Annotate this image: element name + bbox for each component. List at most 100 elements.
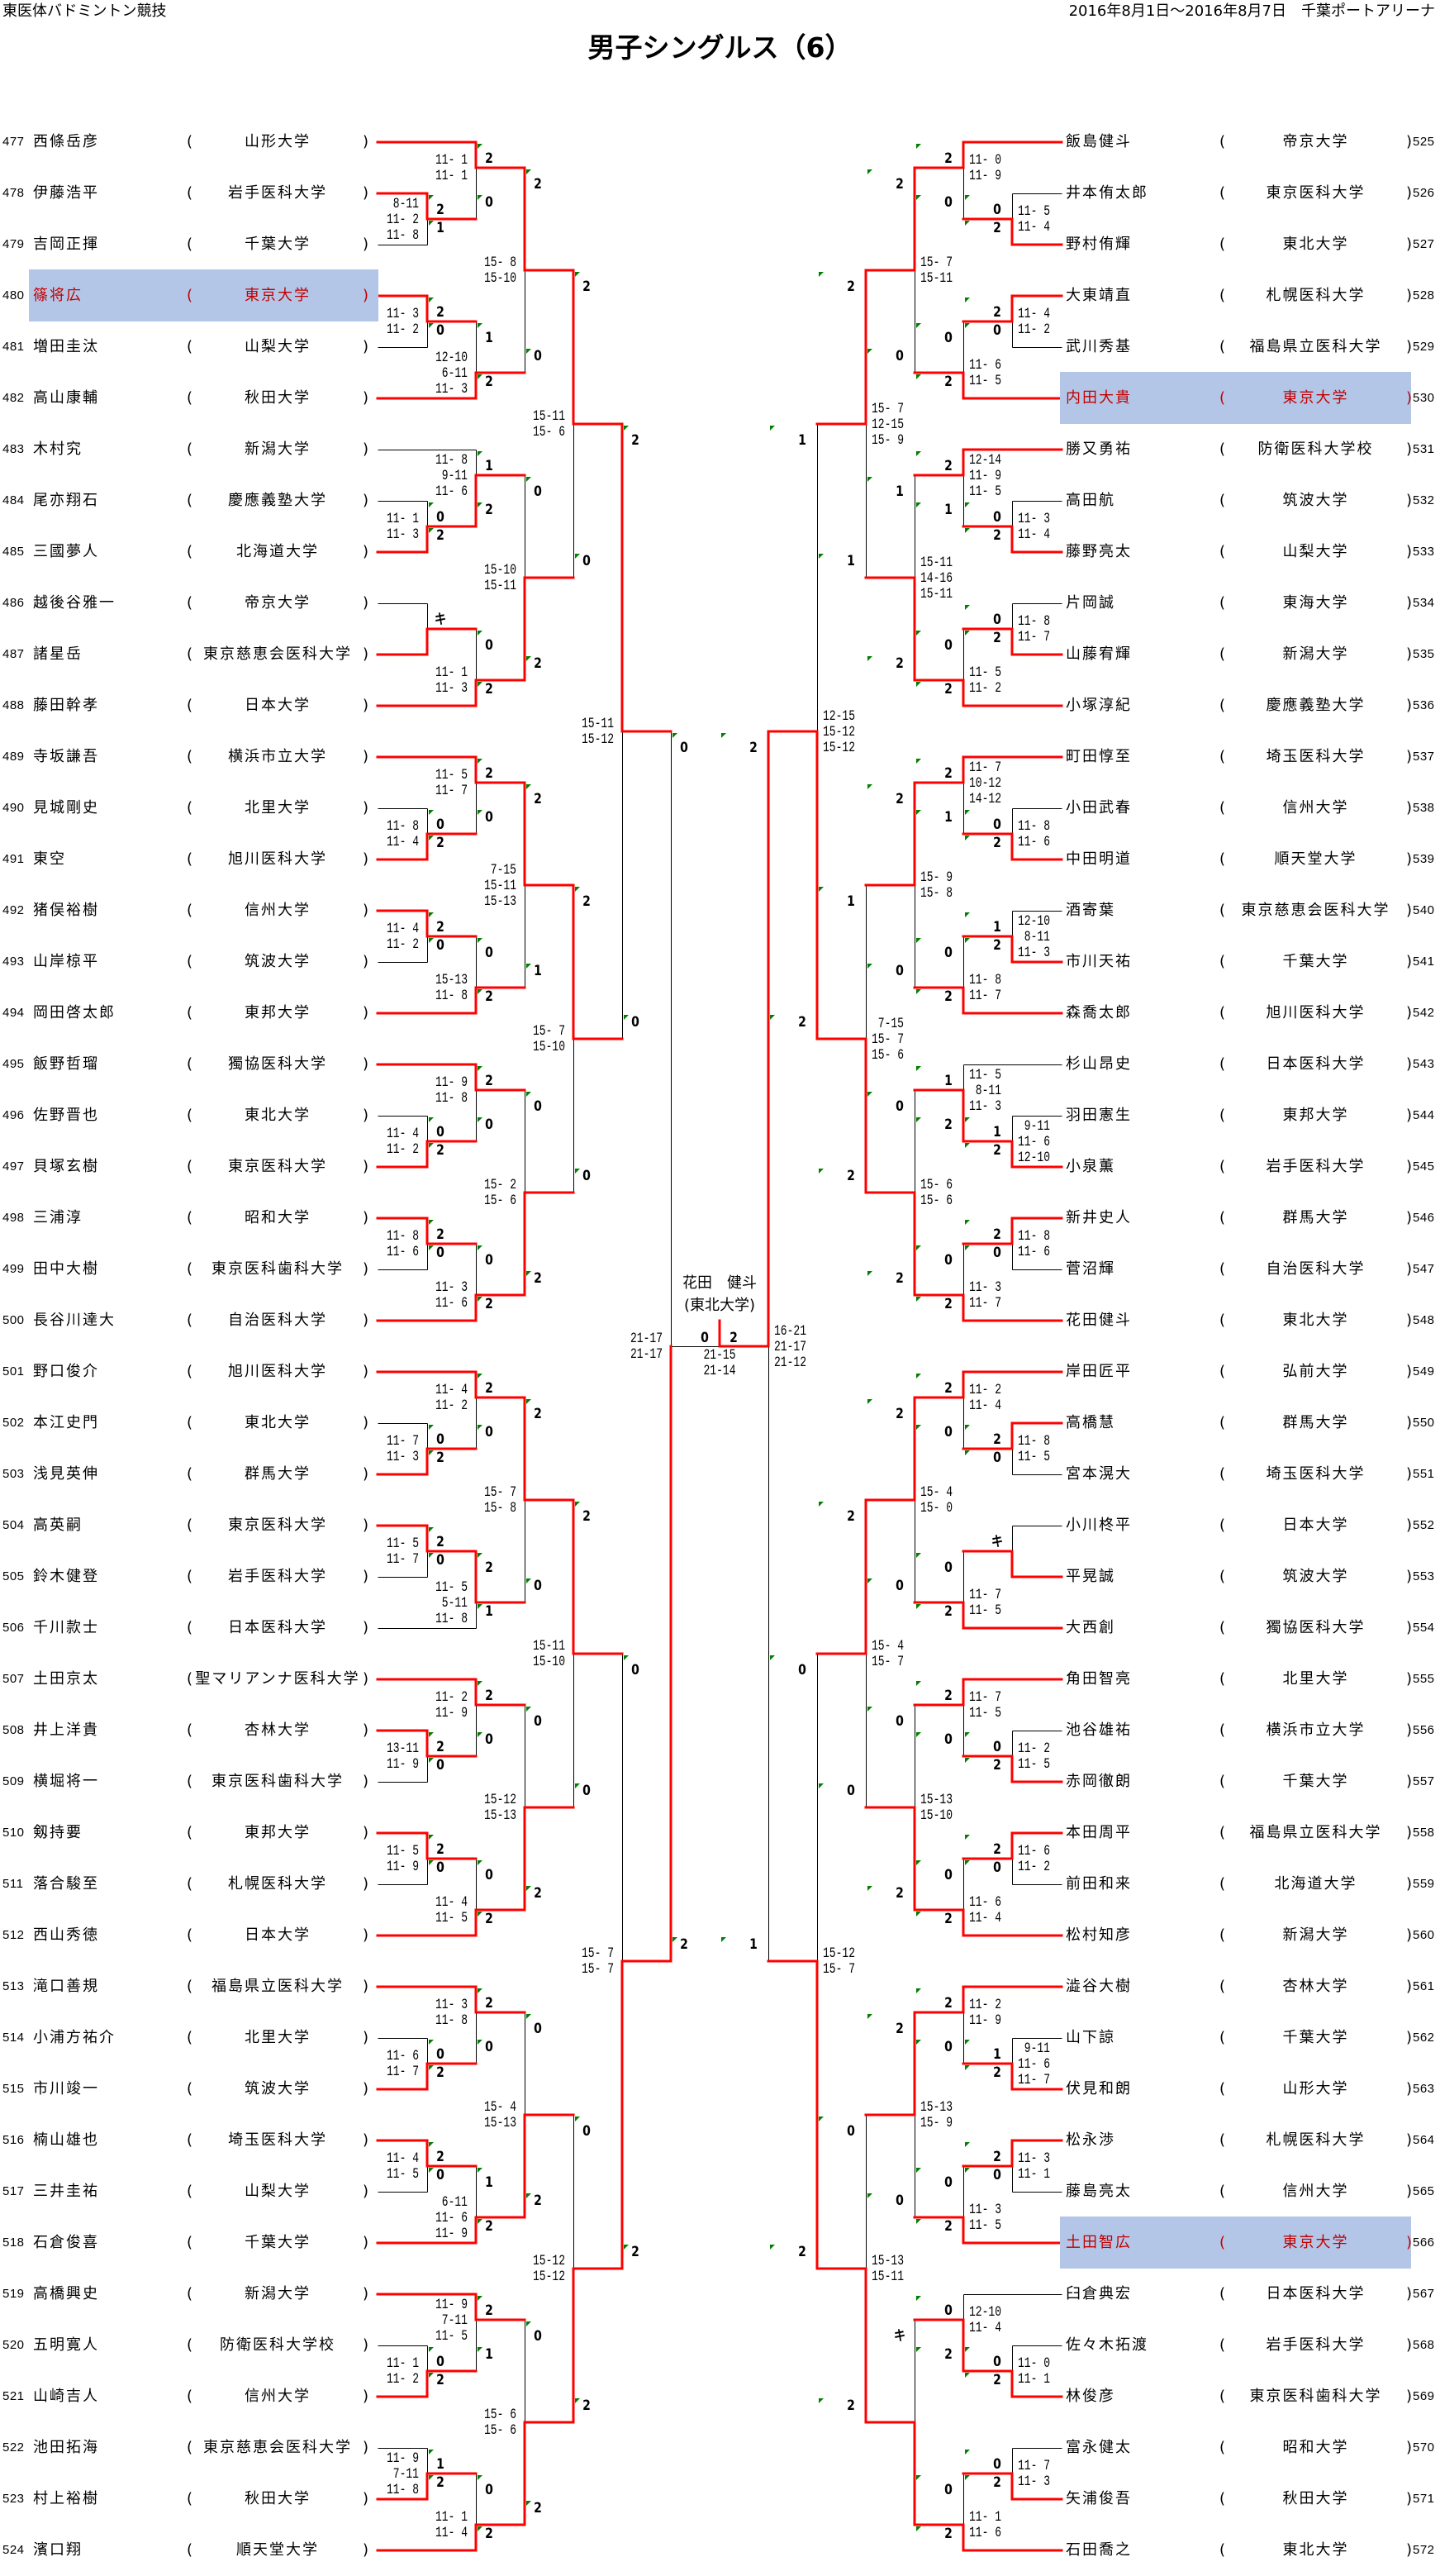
comment-marker-icon xyxy=(819,1169,824,1174)
game-score: 15- 7 xyxy=(871,399,904,417)
set-count-label: 2 xyxy=(485,2218,493,2235)
comment-marker-icon xyxy=(867,169,872,174)
comment-marker-icon xyxy=(429,2168,434,2173)
player-row: 567臼倉典宏日本医科大学 xyxy=(0,2284,1440,2304)
game-score: 11- 8 xyxy=(1017,817,1050,835)
game-score: 11- 3 xyxy=(1017,2473,1050,2490)
set-count-label: 0 xyxy=(896,1713,904,1730)
comment-marker-icon xyxy=(770,1015,775,1020)
player-name: 石田喬之 xyxy=(1066,2541,1132,2559)
comment-marker-icon xyxy=(478,2168,482,2173)
comment-marker-icon xyxy=(526,2193,531,2198)
player-university: 岩手医科大学 xyxy=(187,183,368,203)
player-name: 野口俊介 xyxy=(33,1363,99,1380)
player-name: 山藤宥輝 xyxy=(1066,645,1132,663)
set-count-label: 2 xyxy=(993,835,1001,851)
comment-marker-icon xyxy=(429,1425,434,1430)
player-name: 伏見和朗 xyxy=(1066,2080,1132,2097)
game-score: 15-12 xyxy=(822,738,855,756)
game-score: 11- 5 xyxy=(968,482,1001,500)
game-score: 15- 6 xyxy=(483,2406,516,2423)
game-score: 11- 2 xyxy=(386,321,419,338)
player-university: 山形大学 xyxy=(187,132,368,152)
set-count-label: 0 xyxy=(993,1859,1001,1876)
player-name: 浅見英伸 xyxy=(33,1465,99,1483)
set-count-label: 0 xyxy=(896,963,904,979)
set-count-label: 0 xyxy=(436,1245,444,1261)
game-score: 11- 7 xyxy=(386,2063,419,2080)
game-score: 11- 2 xyxy=(968,1996,1001,2013)
player-number: 559 xyxy=(1413,1877,1435,1891)
comment-marker-icon xyxy=(916,1297,921,1302)
player-name: 三浦淳 xyxy=(33,1209,83,1226)
university-name: 杏林大学 xyxy=(1282,1978,1349,1995)
university-name: 日本医科大学 xyxy=(1266,2285,1366,2302)
player-name: 池谷雄祐 xyxy=(1066,1721,1132,1739)
game-score: 7-15 xyxy=(490,860,516,879)
player-name: 西山秀徳 xyxy=(33,1926,99,1944)
player-row: 555角田智亮北里大学 xyxy=(0,1669,1440,1689)
comment-marker-icon xyxy=(965,2475,970,2480)
player-university: 日本医科大学 xyxy=(1219,2284,1412,2304)
comment-marker-icon xyxy=(575,2398,580,2403)
set-count-label: 2 xyxy=(534,2193,542,2209)
game-score: 15- 6 xyxy=(871,1045,904,1064)
player-university: 福島県立医科大学 xyxy=(187,1977,368,1997)
game-score: 12-10 xyxy=(1017,912,1050,930)
university-name: 東京大学 xyxy=(245,287,311,304)
comment-marker-icon xyxy=(526,2321,531,2326)
comment-marker-icon xyxy=(770,426,775,431)
game-score: 15- 6 xyxy=(483,2421,516,2439)
comment-marker-icon xyxy=(916,144,921,149)
player-name: 臼倉典宏 xyxy=(1066,2285,1132,2302)
comment-marker-icon xyxy=(575,272,580,277)
game-score: 11- 6 xyxy=(435,2208,468,2226)
player-university: 札幌医科大学 xyxy=(1219,286,1412,306)
comment-marker-icon xyxy=(429,2450,434,2455)
set-count-label: 2 xyxy=(944,765,953,782)
game-score: 11- 5 xyxy=(968,664,1001,681)
set-count-label: キ xyxy=(991,1534,1003,1550)
player-name: 小泉薫 xyxy=(1066,1158,1115,1175)
player-name: 澁谷大樹 xyxy=(1066,1978,1132,1995)
player-row: 493山岸椋平筑波大学 xyxy=(0,952,1440,972)
player-university: 帝京大学 xyxy=(1219,132,1412,152)
player-row: 495飯野哲瑠獨協医科大学 xyxy=(0,1055,1440,1074)
player-name: 藤田幹孝 xyxy=(33,697,99,714)
university-name: 東京慈恵会医科大学 xyxy=(203,2439,352,2456)
set-count-label: 0 xyxy=(944,2482,953,2498)
player-row: 566土田智広東京大学 xyxy=(0,2233,1440,2253)
comment-marker-icon xyxy=(867,477,872,482)
game-score: 15-12 xyxy=(822,1945,855,1962)
game-score: 11- 8 xyxy=(435,1089,468,1107)
game-score: 11- 9 xyxy=(435,1704,468,1721)
university-name: 聖マリアンナ医科大学 xyxy=(195,1670,360,1688)
player-name: 越後谷雅一 xyxy=(33,594,116,612)
player-name: 野村侑輝 xyxy=(1066,236,1132,253)
set-count-label: 2 xyxy=(485,2526,493,2542)
set-count-label: 0 xyxy=(485,945,493,961)
game-score: 15-13 xyxy=(483,892,516,910)
comment-marker-icon xyxy=(429,2475,434,2480)
player-number: 500 xyxy=(2,1313,25,1327)
comment-marker-icon xyxy=(965,631,970,636)
comment-marker-icon xyxy=(526,784,531,789)
game-score: 15- 4 xyxy=(483,2098,516,2116)
set-count-label: 1 xyxy=(436,220,444,236)
comment-marker-icon xyxy=(916,759,921,764)
player-university: 福島県立医科大学 xyxy=(1219,337,1412,357)
game-score: 11- 7 xyxy=(968,1688,1001,1706)
game-score: 11- 7 xyxy=(968,1294,1001,1312)
game-score: 15-11 xyxy=(920,269,953,287)
game-score: 11- 2 xyxy=(968,1381,1001,1398)
university-name: 帝京大学 xyxy=(245,594,311,612)
game-score: 11- 3 xyxy=(968,1097,1001,1115)
set-count-label: 0 xyxy=(993,1739,1001,1755)
player-number: 529 xyxy=(1413,340,1435,354)
player-name: 菅沼輝 xyxy=(1066,1260,1115,1278)
player-row: 546新井史人群馬大学 xyxy=(0,1208,1440,1228)
player-number: 501 xyxy=(2,1364,25,1378)
university-name: 日本大学 xyxy=(1282,1517,1349,1534)
player-row: 565藤島亮太信州大学 xyxy=(0,2182,1440,2202)
